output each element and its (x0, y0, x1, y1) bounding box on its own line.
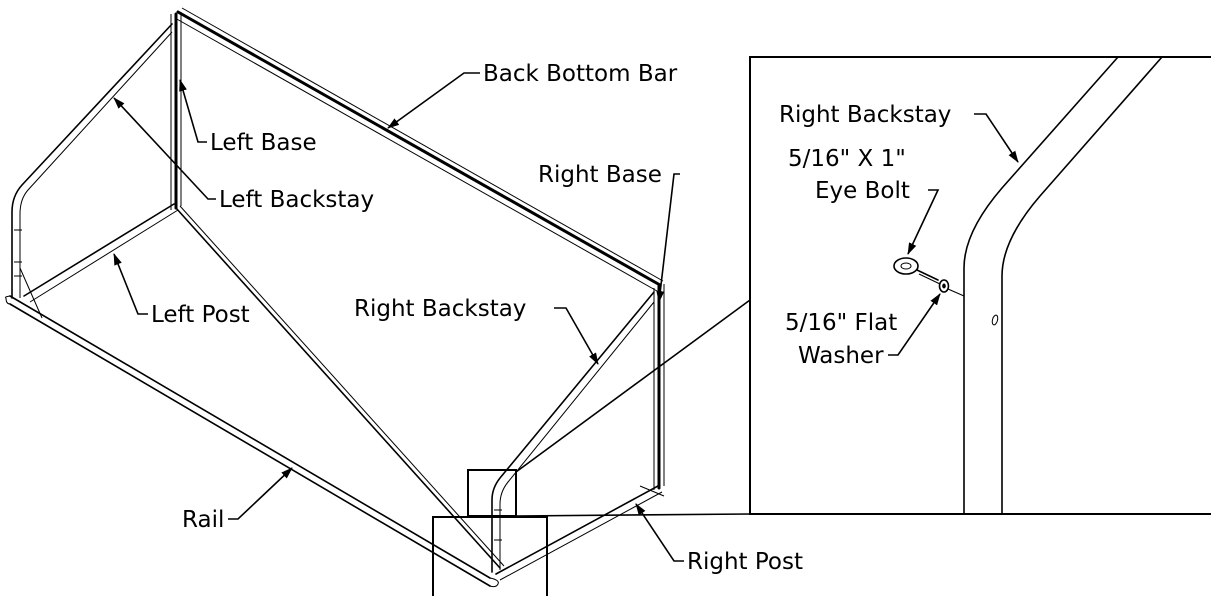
right-base-leader (656, 173, 680, 303)
left-rear-bottom (19, 203, 179, 319)
label-right-backstay: Right Backstay (354, 296, 526, 322)
label-left-post: Left Post (151, 302, 250, 328)
back-bottom-bar (174, 7, 664, 292)
left-post-leader (113, 253, 148, 315)
back-bottom-bar-leader (387, 72, 480, 129)
label-eye-bolt: Eye Bolt (815, 178, 910, 204)
label-washer-size: 5/16" Flat (785, 310, 897, 336)
right-backstay-leader (554, 307, 599, 365)
label-eye-bolt-size: 5/16" X 1" (788, 146, 906, 172)
detail-frame (749, 56, 1211, 515)
label-back-bottom-bar: Back Bottom Bar (483, 61, 678, 87)
detail-connector-bottom (515, 513, 751, 517)
left-post (175, 205, 505, 569)
left-backstay-leader (113, 97, 216, 200)
detail-connector-top (515, 299, 751, 473)
washer-ring (938, 279, 950, 293)
lower-callout-box (432, 516, 548, 596)
label-right-post: Right Post (687, 549, 803, 575)
detail-backstay-tube (963, 56, 1163, 515)
eye-bolt (893, 257, 941, 285)
label-left-backstay: Left Backstay (219, 187, 374, 213)
label-right-base: Right Base (538, 162, 662, 188)
right-post-leader (635, 503, 684, 562)
label-left-base: Left Base (210, 130, 317, 156)
rail (5, 295, 499, 588)
leader-lines (113, 72, 1019, 562)
detail-panel (749, 56, 1211, 515)
left-backstay (11, 23, 173, 299)
right-post (495, 485, 665, 581)
eye-bolt-ring (893, 257, 919, 275)
label-detail-right-backstay: Right Backstay (779, 102, 951, 128)
flat-washer (938, 279, 965, 297)
detail-labels: Right Backstay 5/16" X 1" Eye Bolt 5/16"… (779, 102, 951, 369)
left-base-leader (179, 79, 207, 143)
right-backstay (491, 291, 655, 573)
label-washer: Washer (798, 343, 884, 369)
eye-bolt-leader (907, 189, 940, 255)
part-labels: Back Bottom Bar Left Base Left Backstay … (151, 61, 803, 575)
frame-assembly (5, 7, 665, 588)
right-base (653, 284, 665, 490)
washer-leader (888, 293, 941, 356)
detail-backstay-leader (974, 113, 1019, 163)
bolt-hole (991, 314, 999, 326)
rail-leader (228, 467, 293, 520)
callout-boxes (432, 299, 751, 596)
left-base (170, 12, 182, 210)
label-rail: Rail (182, 507, 224, 533)
